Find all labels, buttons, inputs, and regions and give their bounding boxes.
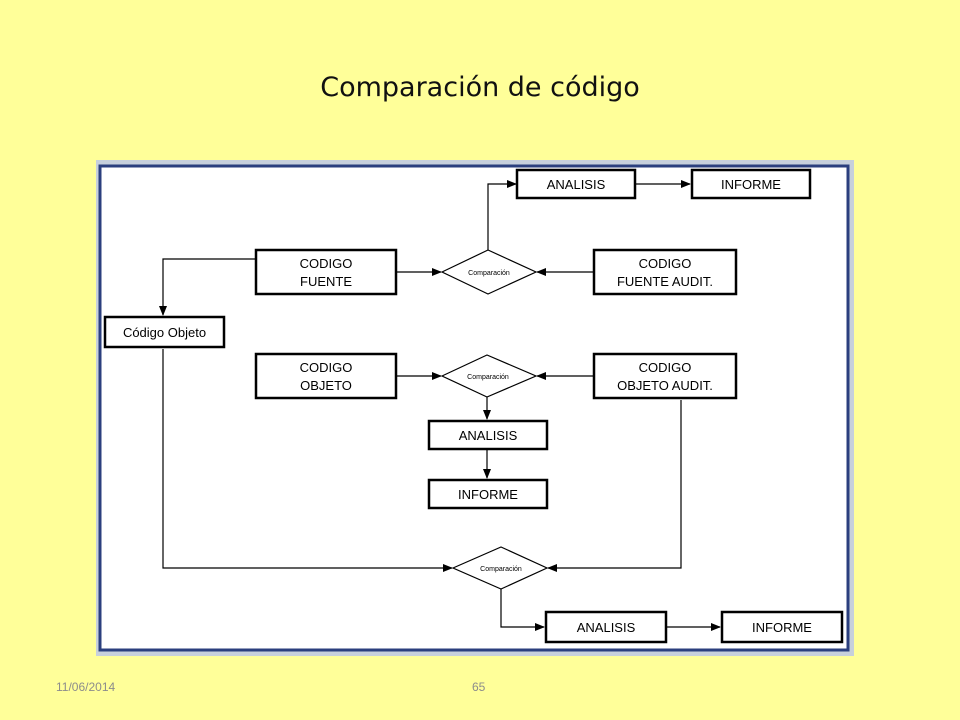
svg-text:ANALISIS: ANALISIS bbox=[577, 620, 636, 635]
comparacion-diamond-3: Comparación bbox=[451, 546, 549, 590]
footer-page-number: 65 bbox=[472, 680, 486, 694]
comparacion-diamond-2: Comparación bbox=[440, 354, 538, 398]
svg-text:FUENTE: FUENTE bbox=[300, 274, 352, 289]
mid-analisis-box: ANALISIS bbox=[427, 419, 549, 451]
bottom-informe-box: INFORME bbox=[720, 610, 844, 644]
svg-text:CODIGO: CODIGO bbox=[300, 360, 353, 375]
codigo-objeto-small-box: Código Objeto bbox=[103, 315, 226, 349]
svg-text:CODIGO: CODIGO bbox=[639, 256, 692, 271]
codigo-fuente-audit-box: CODIGO FUENTE AUDIT. bbox=[592, 248, 738, 296]
svg-text:FUENTE AUDIT.: FUENTE AUDIT. bbox=[617, 274, 713, 289]
codigo-objeto-audit-box: CODIGO OBJETO AUDIT. bbox=[592, 352, 738, 400]
svg-text:ANALISIS: ANALISIS bbox=[459, 428, 518, 443]
top-analisis-box: ANALISIS bbox=[515, 168, 637, 200]
svg-text:INFORME: INFORME bbox=[752, 620, 812, 635]
codigo-fuente-box: CODIGO FUENTE bbox=[254, 248, 398, 296]
comparacion-diamond-1: Comparación bbox=[440, 249, 538, 295]
svg-text:Comparación: Comparación bbox=[468, 270, 510, 277]
svg-text:Comparación: Comparación bbox=[467, 374, 509, 381]
connector-fuente-to-codigo-objeto bbox=[159, 258, 256, 316]
svg-text:Comparación: Comparación bbox=[480, 566, 522, 573]
svg-text:OBJETO AUDIT.: OBJETO AUDIT. bbox=[617, 378, 713, 393]
footer-date: 11/06/2014 bbox=[56, 680, 116, 694]
svg-text:INFORME: INFORME bbox=[721, 177, 781, 192]
svg-text:ANALISIS: ANALISIS bbox=[547, 177, 606, 192]
connector-codigo-objeto-to-cmp3 bbox=[162, 349, 453, 572]
connector-cmp1-to-top-analisis bbox=[487, 180, 517, 251]
svg-text:OBJETO: OBJETO bbox=[300, 378, 352, 393]
connector-cmp3-to-bottom-analisis bbox=[500, 589, 545, 631]
flowchart: ANALISIS INFORME CODIGO FUENTE Comparaci… bbox=[98, 164, 850, 652]
connector-objeto-audit-to-cmp3 bbox=[547, 400, 682, 572]
svg-text:Código Objeto: Código Objeto bbox=[123, 325, 206, 340]
diagram-frame: ANALISIS INFORME CODIGO FUENTE Comparaci… bbox=[96, 160, 854, 656]
codigo-objeto-box: CODIGO OBJETO bbox=[254, 352, 398, 400]
svg-text:CODIGO: CODIGO bbox=[639, 360, 692, 375]
bottom-analisis-box: ANALISIS bbox=[544, 610, 668, 644]
mid-informe-box: INFORME bbox=[427, 478, 549, 510]
svg-text:INFORME: INFORME bbox=[458, 487, 518, 502]
slide-title: Comparación de código bbox=[320, 72, 640, 103]
top-informe-box: INFORME bbox=[690, 168, 812, 200]
svg-text:CODIGO: CODIGO bbox=[300, 256, 353, 271]
connectors bbox=[159, 180, 721, 631]
